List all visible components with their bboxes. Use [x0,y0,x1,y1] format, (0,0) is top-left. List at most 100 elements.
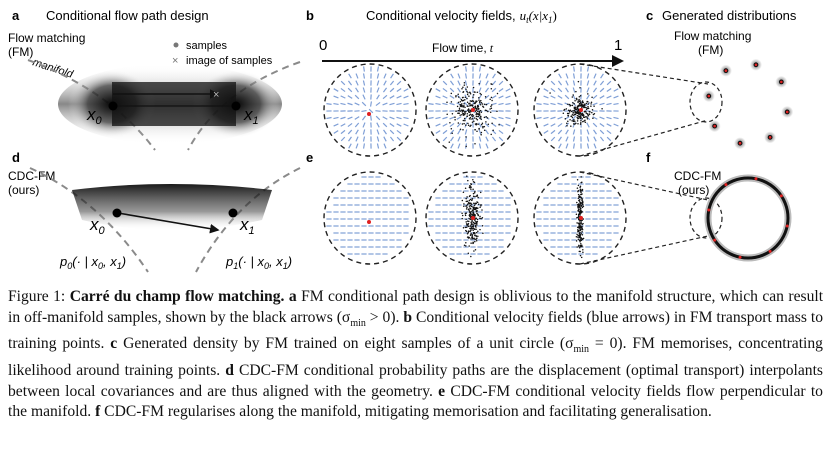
sample-dot [473,120,475,122]
sample-dot [580,176,582,178]
panel-a-cross: × [213,89,219,101]
sample-dot [474,215,476,217]
sample-dot [472,213,474,216]
sample-dot [578,233,581,236]
caption-b-letter: b [403,308,413,326]
velocity-arrow [599,123,605,127]
panel-b-letter: b [306,8,314,23]
velocity-arrow [498,95,504,99]
velocity-arrow [347,122,353,128]
sample-dot [491,99,493,102]
caption-b-text: Conditional velocity fields (blue arrows… [8,308,824,353]
sample-dot [573,107,576,109]
sample-dot [490,88,493,90]
sample-dot [470,205,473,208]
sample-dot [474,123,477,125]
velocity-arrow [449,116,455,120]
velocity-arrow [464,129,468,135]
sample-dot [475,221,478,224]
velocity-arrow [450,143,454,149]
velocity-arrow [403,102,409,106]
sample-dot [575,240,578,242]
velocity-arrow [355,80,359,86]
sample-dot [464,226,467,229]
velocity-arrow [376,66,380,72]
flow-time-end: 1 [614,37,622,54]
velocity-arrow [362,87,366,93]
sample-dot [472,115,475,117]
sample-dot [466,86,469,88]
sample-dot [472,188,474,191]
velocity-arrow [376,143,380,149]
velocity-arrow [442,129,448,135]
sample-dot [584,121,587,123]
panel-a-fm-label-1: Flow matching [8,31,85,45]
sample-dot [466,232,469,235]
velocity-arrow [347,95,353,99]
velocity-arrow [389,129,395,135]
velocity-arrow [442,95,448,99]
sample-dot [587,105,589,108]
panel-f-sub-2: (ours) [678,183,709,197]
sample-dot [476,207,479,209]
sample-dot [480,203,482,206]
sample-dot [579,117,582,120]
velocity-arrow [355,129,359,135]
sample-dot [472,224,475,226]
sample-dot [472,93,475,96]
sample-dot [470,255,472,258]
velocity-arrow [435,88,441,92]
sample-dot [458,112,460,114]
sample-dot [496,110,498,113]
sample-dot [466,105,469,107]
sample-dot [572,120,575,122]
sample-dot [470,100,473,103]
panel-d-point-x0 [112,208,122,218]
sample-dot [580,256,583,259]
sample-dot [468,220,470,223]
sample-dot [580,211,582,213]
velocity-arrow [543,116,549,120]
sample-dot [470,238,472,240]
training-point [713,238,717,242]
sample-dot [462,105,464,107]
velocity-arrow [375,101,381,107]
velocity-arrow [484,122,490,128]
velocity-arrow [449,122,455,128]
sample-dot [461,96,464,99]
velocity-arrow [383,80,387,86]
sample-dot [475,100,477,102]
sample-dot [477,105,480,108]
sample-dot [476,201,479,204]
sample-dot [586,116,588,118]
sample-dot [477,230,479,232]
sample-dot [446,113,448,115]
velocity-arrow [396,129,402,135]
panel-d: d CDC-FM (ours) x0 x1 p0(· | x0, x1) p1(… [8,150,301,273]
sample-dot [578,99,580,101]
velocity-arrow [586,73,590,79]
velocity-arrow [558,143,562,149]
sample-dot [461,214,464,217]
velocity-arrow [485,129,489,135]
velocity-arrow [572,143,576,149]
velocity-arrow [333,102,339,106]
velocity-arrow [457,129,461,135]
velocity-arrow [599,95,605,99]
velocity-arrow [599,136,605,142]
sample-dot [579,241,581,243]
velocity-arrow [389,116,395,120]
velocity-arrow [606,136,612,142]
sample-dot [472,242,475,244]
sample-dot [481,122,484,125]
sample-dot [467,225,470,228]
sample-dot [469,213,472,215]
fm-velocity-field [533,63,627,157]
sample-dot [478,97,480,99]
sample-dot [573,102,575,105]
velocity-arrow [362,122,366,128]
sample-dot [471,117,474,120]
sample-dot [460,98,463,101]
sample-dot [579,100,582,102]
velocity-arrow [340,87,346,93]
